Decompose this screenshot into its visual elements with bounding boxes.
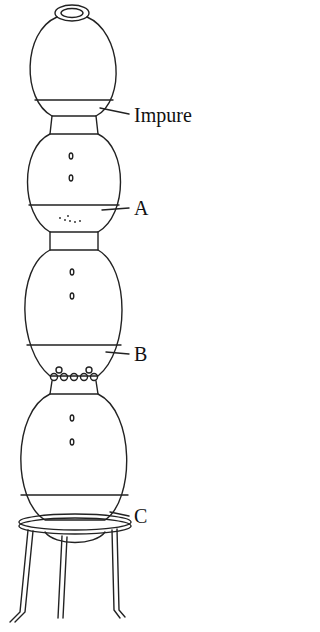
part-label: C: [134, 504, 147, 528]
part-label: B: [134, 342, 147, 366]
part-label: Impure: [134, 103, 192, 127]
part-label: A: [134, 196, 148, 220]
